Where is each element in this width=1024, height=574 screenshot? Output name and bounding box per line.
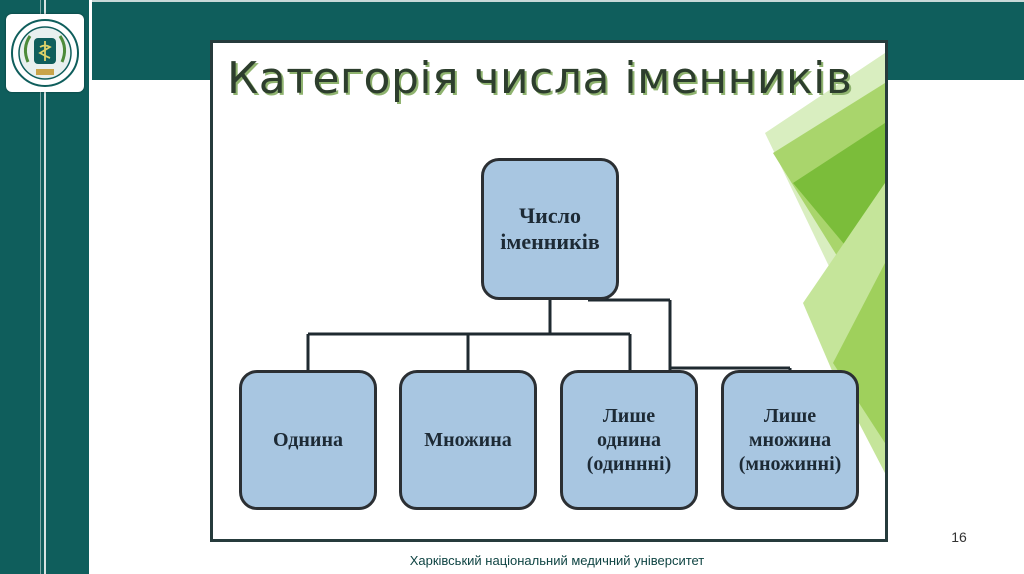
slide-image: Категорія числа іменників Число іменникі… xyxy=(210,40,888,542)
sidebar-divider-thin xyxy=(40,0,41,574)
node-label-line: однина xyxy=(596,429,662,451)
diagram-root-node: Число іменників xyxy=(481,158,619,300)
footer-text: Харківський національний медичний універ… xyxy=(409,553,705,568)
page-number: 16 xyxy=(951,529,967,545)
node-label-line: Лише xyxy=(602,405,656,427)
node-label-line: Однина xyxy=(273,429,343,451)
green-decoration xyxy=(765,53,885,473)
node-label-line: (одиннні) xyxy=(586,453,672,475)
diagram-node-plural-only: Лише множина (множинні) xyxy=(721,370,859,510)
node-label-line: Множина xyxy=(424,429,512,451)
diagram-node-plural: Множина xyxy=(399,370,537,510)
node-label-line: (множинні) xyxy=(738,453,842,475)
slide-title: Категорія числа іменників xyxy=(227,53,853,104)
diagram-node-singular-only: Лише однина (одиннні) xyxy=(560,370,698,510)
diagram-node-singular: Однина xyxy=(239,370,377,510)
sidebar-divider xyxy=(44,0,46,574)
node-label-line: іменників xyxy=(500,229,600,254)
node-label-line: Число xyxy=(519,202,581,228)
node-label-line: множина xyxy=(748,429,832,451)
node-label-line: Лише xyxy=(763,405,817,427)
university-seal-icon xyxy=(6,14,84,92)
header-divider xyxy=(92,0,1024,2)
